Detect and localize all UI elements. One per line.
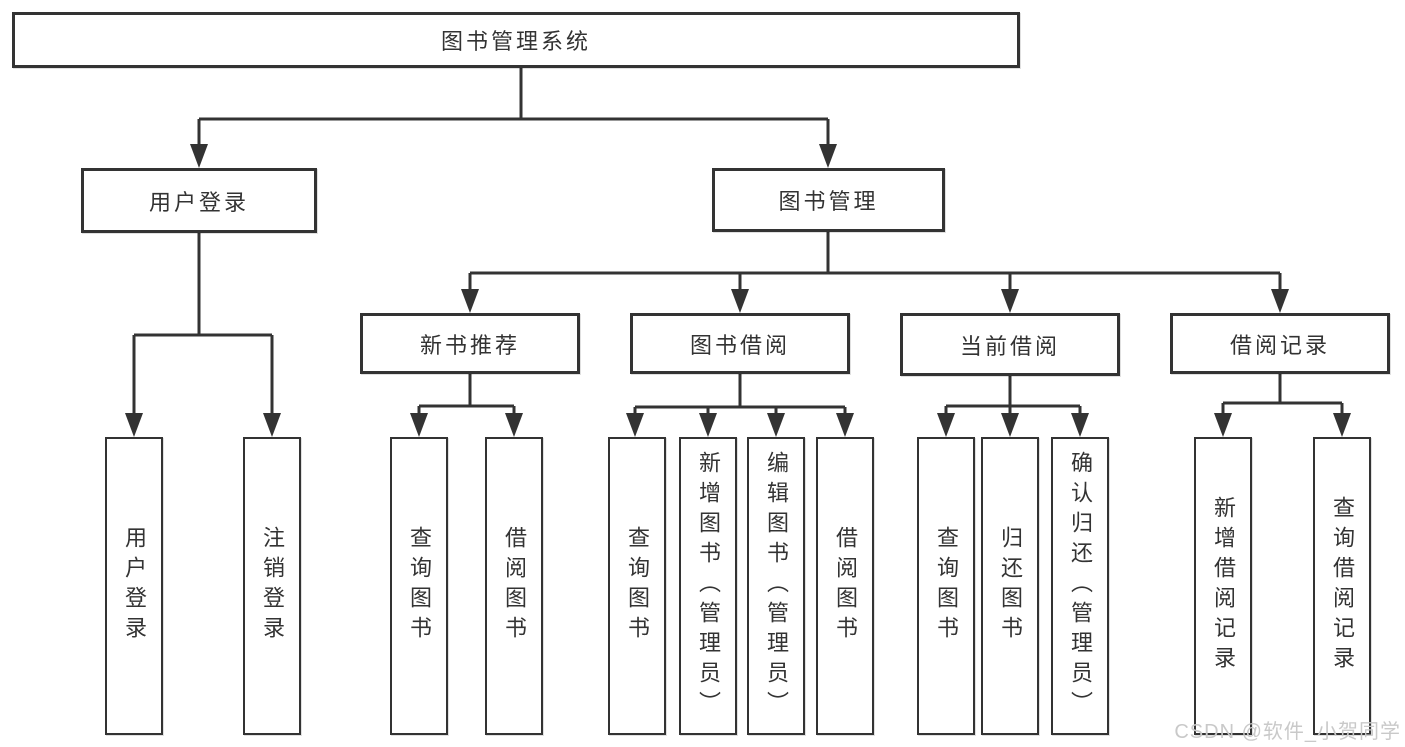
node-new-book-recommend: 新书推荐 [360,313,580,374]
leaf-query-borrow-record-label: 查询借阅记录 [1330,496,1355,676]
leaf-return-books-label: 归还图书 [998,526,1023,646]
leaf-add-books-admin-label: 新增图书（管理员） [696,451,721,721]
leaf-return-books: 归还图书 [981,437,1039,735]
leaf-query-books-recommend-label: 查询图书 [407,526,432,646]
node-borrow-records: 借阅记录 [1170,313,1390,374]
leaf-edit-books-admin: 编辑图书（管理员） [747,437,805,735]
leaf-logout-label: 注销登录 [260,526,285,646]
leaf-user-login: 用户登录 [105,437,163,735]
leaf-query-books-borrow: 查询图书 [608,437,666,735]
leaf-logout: 注销登录 [243,437,301,735]
leaf-confirm-return-admin: 确认归还（管理员） [1051,437,1109,735]
leaf-add-books-admin: 新增图书（管理员） [679,437,737,735]
node-user-login: 用户登录 [81,168,317,233]
leaf-query-books-recommend: 查询图书 [390,437,448,735]
leaf-borrow-books-recommend: 借阅图书 [485,437,543,735]
leaf-query-books-current: 查询图书 [917,437,975,735]
leaf-borrow-books-recommend-label: 借阅图书 [502,526,527,646]
leaf-add-borrow-record: 新增借阅记录 [1194,437,1252,735]
csdn-watermark: CSDN @软件_小贺同学 [1174,721,1401,743]
node-current-borrow: 当前借阅 [900,313,1120,376]
node-book-management: 图书管理 [712,168,945,232]
leaf-confirm-return-admin-label: 确认归还（管理员） [1068,451,1093,721]
connector-lines [132,68,1344,419]
arrowheads [125,144,1351,437]
leaf-query-borrow-record: 查询借阅记录 [1313,437,1371,735]
node-root-system: 图书管理系统 [12,12,1020,68]
leaf-add-borrow-record-label: 新增借阅记录 [1211,496,1236,676]
leaf-edit-books-admin-label: 编辑图书（管理员） [764,451,789,721]
leaf-borrow-books-label: 借阅图书 [833,526,858,646]
leaf-user-login-label: 用户登录 [122,526,147,646]
leaf-query-books-borrow-label: 查询图书 [625,526,650,646]
leaf-borrow-books: 借阅图书 [816,437,874,735]
node-book-borrow: 图书借阅 [630,313,850,374]
leaf-query-books-current-label: 查询图书 [934,526,959,646]
